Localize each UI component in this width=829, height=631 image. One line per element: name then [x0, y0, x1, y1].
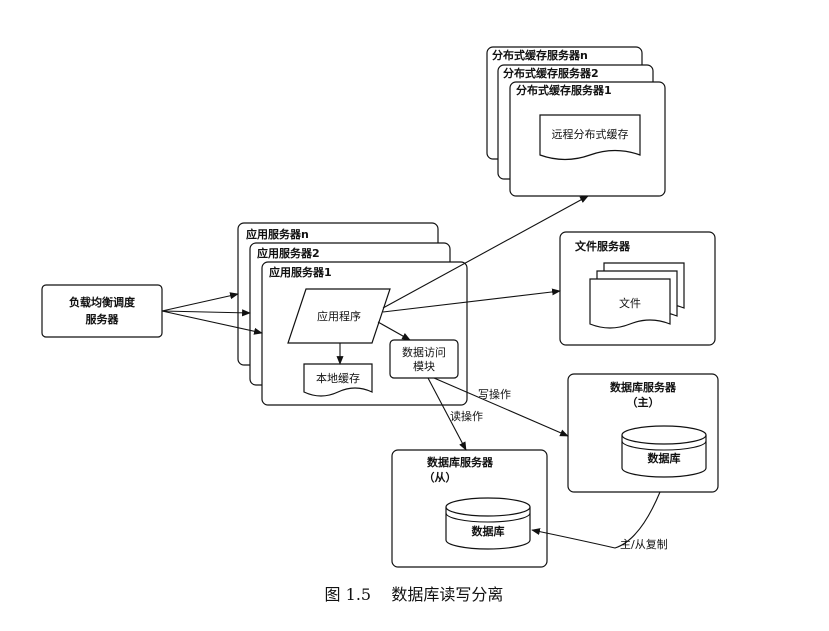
remote-cache-node	[539, 114, 641, 161]
edge-app-to-cache	[382, 195, 589, 309]
db-master-cylinder	[621, 425, 707, 478]
file-doc-label: 文件	[619, 296, 641, 310]
data-access-label-1: 数据访问	[402, 345, 446, 359]
cache-server-stack: 分布式缓存服务器n 分布式缓存服务器2 分布式缓存服务器1 远程分布式缓存	[486, 46, 666, 197]
edge-lb-to-app1	[161, 310, 263, 335]
db-master-node: 数据库服务器 （主） 数据库	[567, 373, 719, 493]
cache-server-2-label: 分布式缓存服务器2	[503, 66, 599, 80]
data-access-node	[389, 339, 459, 379]
db-slave-node: 数据库服务器 （从） 数据库	[391, 449, 548, 568]
app-server-2-label: 应用服务器2	[257, 246, 320, 260]
edge-replicate	[531, 491, 661, 549]
app-server-1-label: 应用服务器1	[269, 265, 332, 279]
file-doc-node	[589, 278, 671, 329]
db-slave-cylinder	[445, 497, 531, 550]
edge-write	[433, 377, 569, 437]
edge-app-to-data-access	[377, 321, 411, 341]
edges: 写操作 读操作 主/从复制	[161, 195, 668, 551]
db-master-db-label: 数据库	[648, 451, 681, 465]
local-cache-label: 本地缓存	[316, 371, 360, 385]
cache-server-1-label: 分布式缓存服务器1	[516, 83, 612, 97]
edge-write-label: 写操作	[478, 387, 511, 401]
edge-lb-to-appn	[161, 292, 239, 312]
db-master-sub: （主）	[627, 395, 660, 409]
file-server-node: 文件服务器 文件	[559, 231, 716, 346]
app-server-n-label: 应用服务器n	[246, 227, 309, 241]
edge-read-label: 读操作	[450, 409, 483, 423]
figure-caption: 图 1.5 数据库读写分离	[325, 585, 504, 604]
edge-lb-to-app2	[161, 309, 251, 317]
cache-server-n-label: 分布式缓存服务器n	[492, 48, 588, 62]
db-master-title: 数据库服务器	[610, 380, 677, 394]
load-balancer-node: 负载均衡调度 服务器	[41, 284, 163, 338]
app-program-label: 应用程序	[317, 309, 361, 323]
app-program-node	[287, 288, 391, 344]
local-cache-node	[303, 363, 373, 397]
db-slave-db-label: 数据库	[472, 524, 505, 538]
data-access-label-2: 模块	[413, 360, 435, 373]
load-balancer-label-2: 服务器	[86, 312, 120, 326]
db-slave-sub: （从）	[424, 471, 457, 484]
app-server-stack: 应用服务器n 应用服务器2 应用服务器1 应用程序 本地缓存 数据访问 模块	[237, 222, 468, 406]
file-server-label: 文件服务器	[575, 239, 631, 253]
remote-cache-label: 远程分布式缓存	[552, 127, 629, 141]
edge-app-to-file	[382, 288, 561, 313]
edge-replicate-label: 主/从复制	[620, 537, 668, 551]
edge-read	[427, 377, 467, 451]
load-balancer-label-1: 负载均衡调度	[69, 295, 136, 309]
db-slave-title: 数据库服务器	[427, 455, 494, 469]
